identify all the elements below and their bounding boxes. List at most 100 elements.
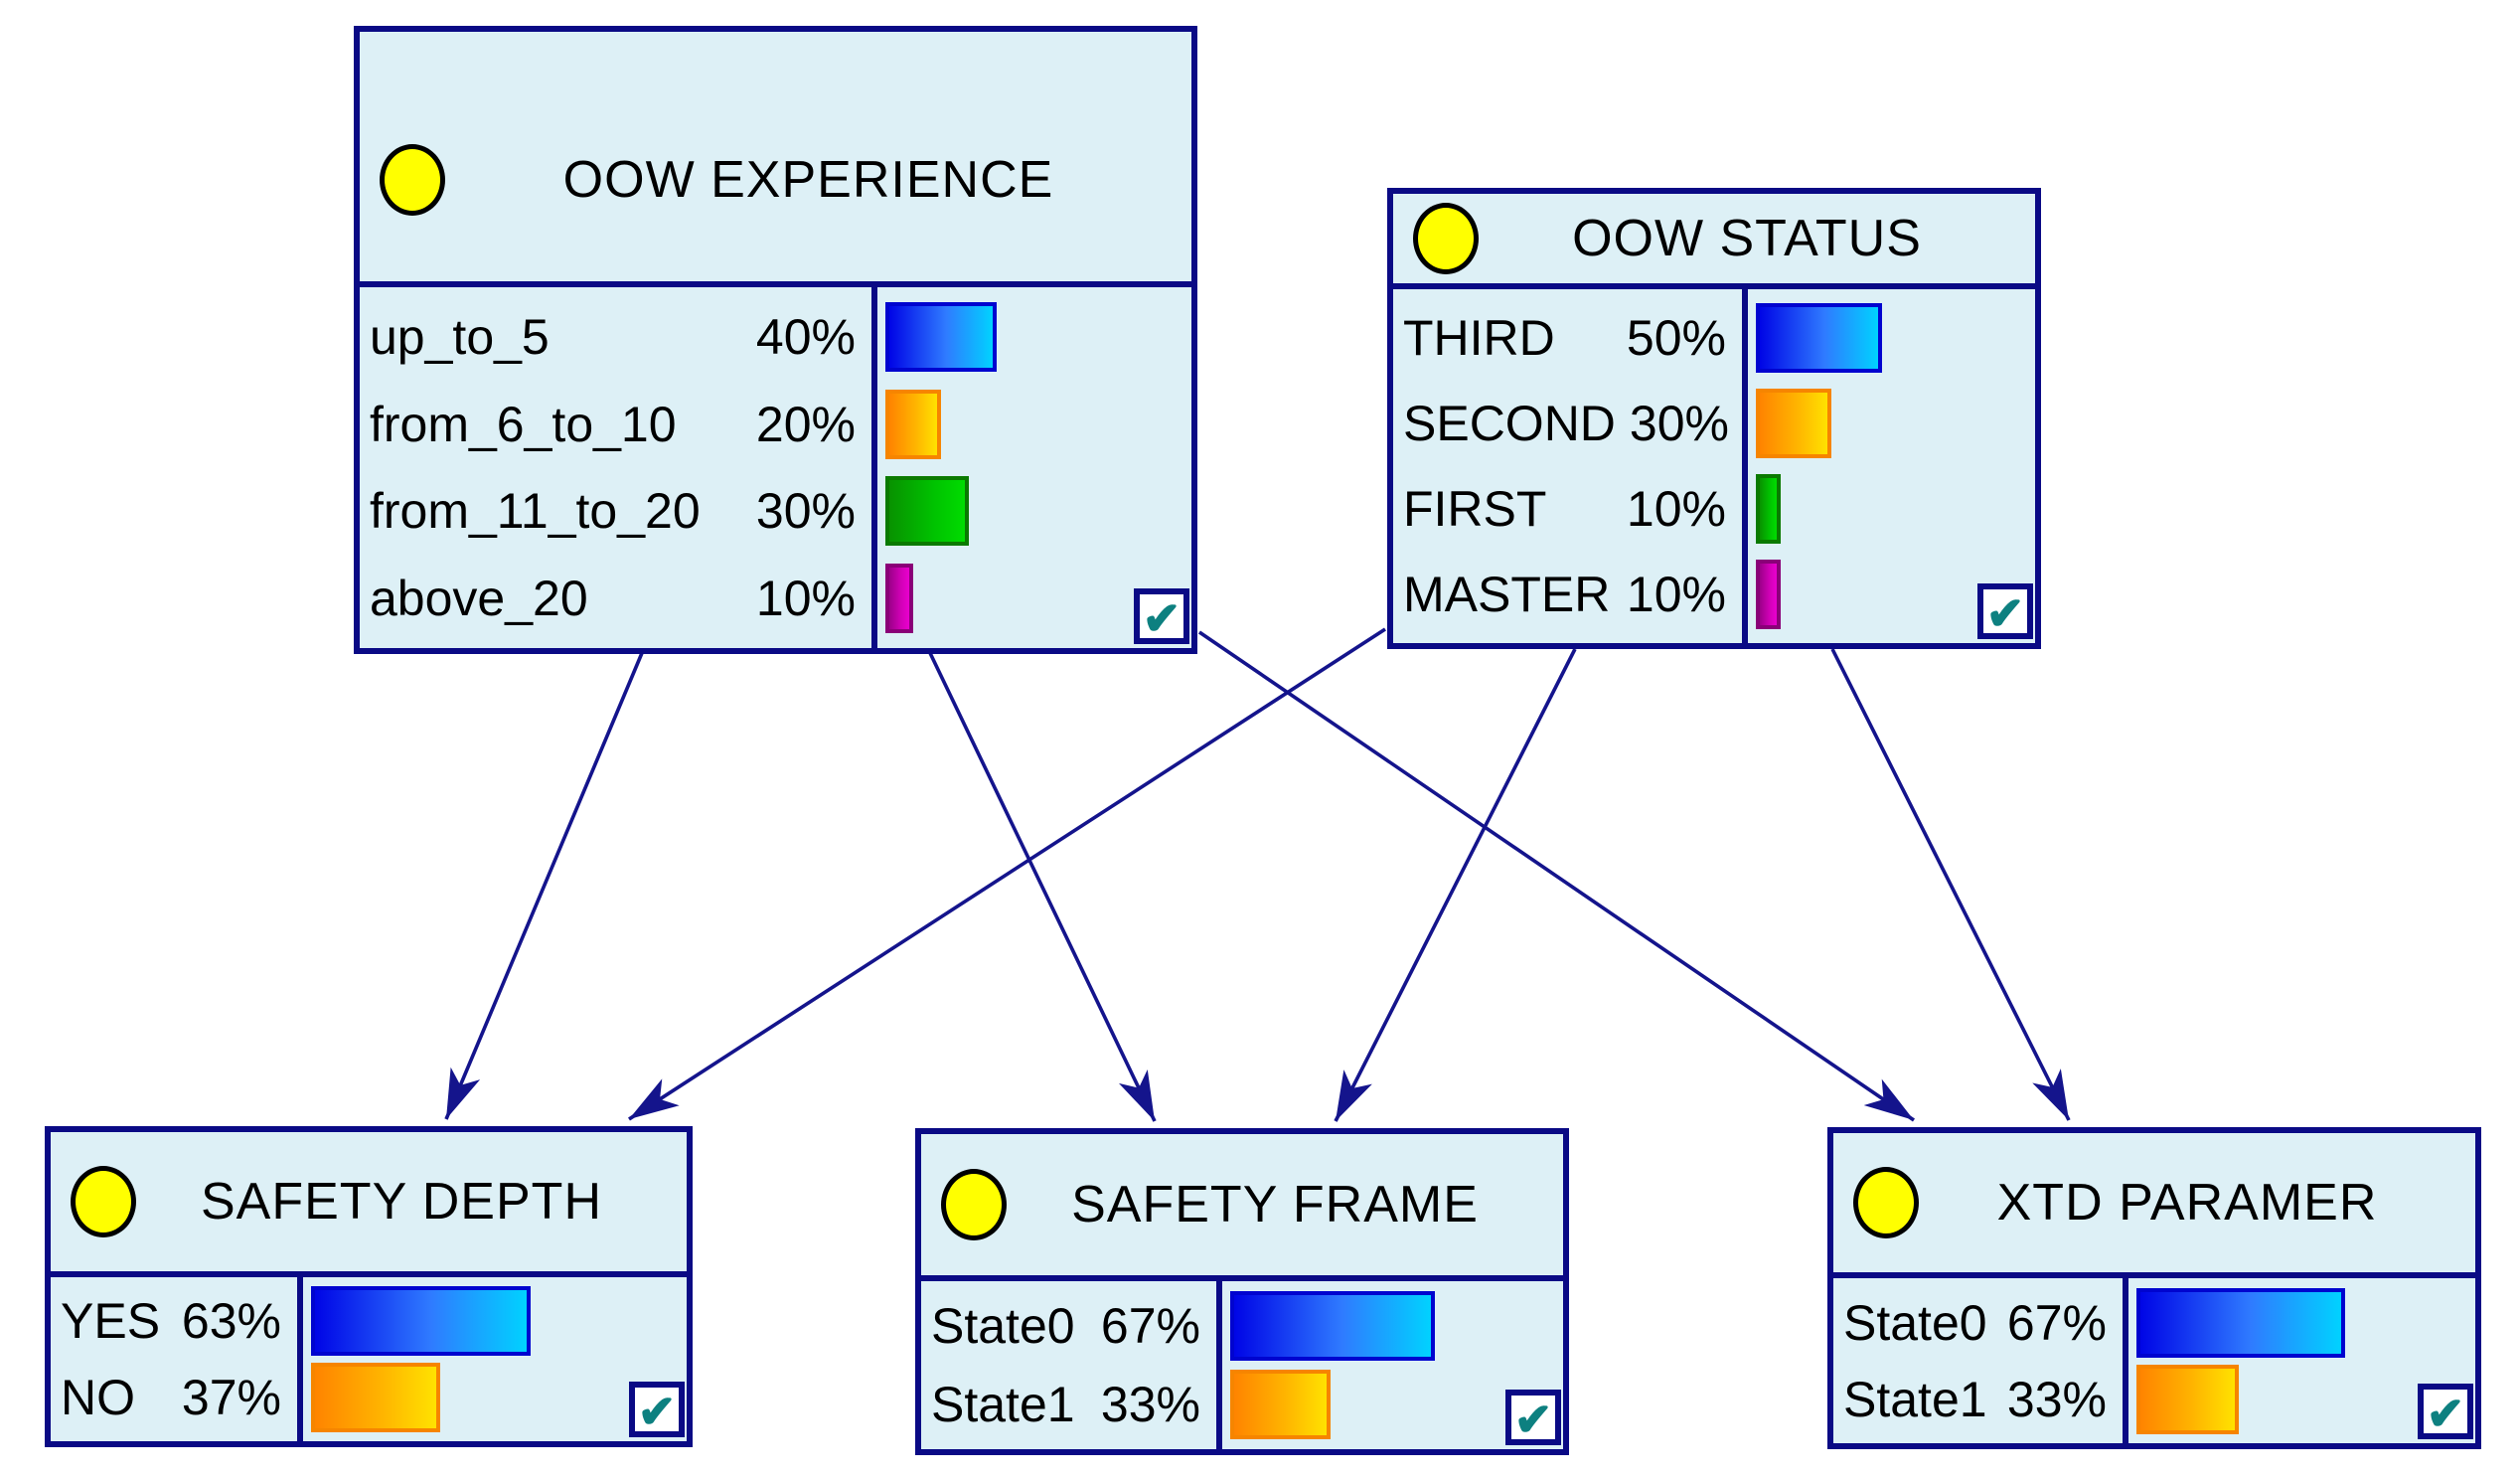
bar-row: [1230, 1287, 1535, 1366]
state-percent: 30%: [755, 483, 856, 540]
state-percent: 63%: [181, 1293, 281, 1350]
state-label: NO: [61, 1369, 135, 1425]
state-row: State0 67%: [921, 1297, 1216, 1355]
state-label: YES: [61, 1293, 161, 1350]
state-percent: 10%: [1626, 567, 1726, 622]
bar-row: [1756, 295, 2007, 381]
state-row: State1 33%: [1833, 1371, 2123, 1428]
yellow-circle-icon: [941, 1169, 1007, 1240]
node-safety-frame[interactable]: SAFETY FRAME State0 67% State1 33%: [915, 1128, 1569, 1455]
probability-bar: [1756, 474, 1782, 544]
state-percent: 10%: [1626, 481, 1726, 537]
bar-row: [2136, 1361, 2447, 1437]
state-labels-column: up_to_5 40% from_6_to_10 20% from_11_to_…: [360, 287, 877, 648]
state-row: SECOND 30%: [1393, 395, 1742, 452]
bar-row: [885, 381, 1164, 468]
probability-bar: [2136, 1287, 2345, 1358]
node-oow-experience-header: OOW EXPERIENCE: [360, 32, 1191, 287]
probability-bar: [885, 389, 941, 459]
edge-experience-to-safety-frame[interactable]: [928, 652, 1157, 1122]
node-oow-status[interactable]: OOW STATUS THIRD 50% SECOND 30% FIRST 10…: [1387, 188, 2041, 649]
probability-bar: [885, 476, 969, 547]
bar-row: [1756, 381, 2007, 466]
bar-row: [1230, 1366, 1535, 1444]
state-label: up_to_5: [370, 308, 550, 365]
state-label: MASTER: [1403, 567, 1611, 622]
state-percent: 50%: [1626, 310, 1726, 366]
state-row: above_20 10%: [360, 570, 871, 627]
checkmark-icon: ✔: [1513, 1394, 1553, 1445]
bar-row: [311, 1360, 659, 1436]
checkmark-icon: ✔: [637, 1386, 677, 1437]
evidence-checkbox[interactable]: ✔: [1505, 1390, 1561, 1445]
node-safety-frame-header: SAFETY FRAME: [921, 1134, 1563, 1281]
probability-bar: [2136, 1364, 2240, 1434]
node-title: SAFETY DEPTH: [200, 1173, 602, 1231]
node-xtd-paramer[interactable]: XTD PARAMER State0 67% State1 33%: [1827, 1127, 2481, 1449]
node-oow-status-body: THIRD 50% SECOND 30% FIRST 10% MASTER 10…: [1393, 289, 2035, 643]
checkmark-icon: ✔: [2426, 1388, 2465, 1439]
node-safety-depth-header: SAFETY DEPTH: [51, 1132, 687, 1277]
edge-status-to-xtd-paramer[interactable]: [1830, 648, 2071, 1121]
probability-bars-column: [2128, 1278, 2475, 1443]
state-percent: 67%: [1100, 1298, 1200, 1355]
probability-bars-column: [303, 1277, 687, 1441]
node-title: SAFETY FRAME: [1071, 1176, 1479, 1233]
state-percent: 20%: [755, 396, 856, 452]
bar-row: [885, 293, 1164, 381]
node-xtd-paramer-header: XTD PARAMER: [1833, 1133, 2475, 1278]
probability-bar: [311, 1362, 440, 1432]
probability-bars-column: [877, 287, 1191, 648]
node-safety-frame-body: State0 67% State1 33%: [921, 1281, 1563, 1449]
state-row: YES 63%: [51, 1292, 297, 1350]
evidence-checkbox[interactable]: ✔: [1134, 588, 1189, 644]
evidence-checkbox[interactable]: ✔: [629, 1382, 685, 1437]
probability-bar: [1230, 1369, 1332, 1439]
state-percent: 33%: [1100, 1376, 1200, 1432]
state-row: NO 37%: [51, 1369, 297, 1426]
state-label: from_11_to_20: [370, 483, 701, 540]
state-percent: 30%: [1629, 396, 1729, 451]
probability-bar: [1756, 389, 1831, 458]
state-label: THIRD: [1403, 310, 1555, 366]
node-oow-status-header: OOW STATUS: [1393, 194, 2035, 289]
node-oow-experience[interactable]: OOW EXPERIENCE up_to_5 40% from_6_to_10 …: [354, 26, 1197, 654]
edge-experience-to-xtd-paramer[interactable]: [1197, 630, 1916, 1122]
state-label: State0: [931, 1298, 1075, 1355]
bar-row: [1756, 466, 2007, 552]
node-safety-depth[interactable]: SAFETY DEPTH YES 63% NO 37%: [45, 1126, 693, 1447]
probability-bar: [1756, 560, 1782, 629]
probability-bar: [1230, 1291, 1435, 1362]
checkmark-icon: ✔: [1142, 592, 1181, 644]
state-label: SECOND: [1403, 396, 1616, 451]
edge-status-to-safety-frame[interactable]: [1334, 648, 1577, 1122]
state-row: THIRD 50%: [1393, 309, 1742, 367]
edge-experience-to-safety-depth[interactable]: [444, 652, 644, 1120]
evidence-checkbox[interactable]: ✔: [1977, 583, 2033, 639]
probability-bar: [311, 1286, 531, 1357]
bar-row: [1756, 552, 2007, 637]
state-labels-column: YES 63% NO 37%: [51, 1277, 303, 1441]
edge-status-to-safety-depth[interactable]: [628, 627, 1386, 1121]
bar-row: [2136, 1284, 2447, 1361]
probability-bar: [885, 564, 913, 634]
state-percent: 37%: [181, 1369, 281, 1425]
state-percent: 10%: [755, 571, 856, 627]
yellow-circle-icon: [71, 1166, 136, 1237]
state-label: from_6_to_10: [370, 396, 677, 452]
state-row: MASTER 10%: [1393, 566, 1742, 623]
node-oow-experience-body: up_to_5 40% from_6_to_10 20% from_11_to_…: [360, 287, 1191, 648]
checkmark-icon: ✔: [1985, 587, 2025, 639]
state-label: above_20: [370, 571, 588, 627]
state-label: State1: [1843, 1371, 1987, 1427]
node-title: OOW STATUS: [1572, 210, 1922, 267]
state-row: FIRST 10%: [1393, 480, 1742, 538]
probability-bars-column: [1222, 1281, 1563, 1449]
bar-row: [885, 555, 1164, 642]
evidence-checkbox[interactable]: ✔: [2418, 1384, 2473, 1439]
state-labels-column: State0 67% State1 33%: [1833, 1278, 2128, 1443]
state-percent: 67%: [2006, 1294, 2107, 1351]
yellow-circle-icon: [1413, 203, 1479, 274]
